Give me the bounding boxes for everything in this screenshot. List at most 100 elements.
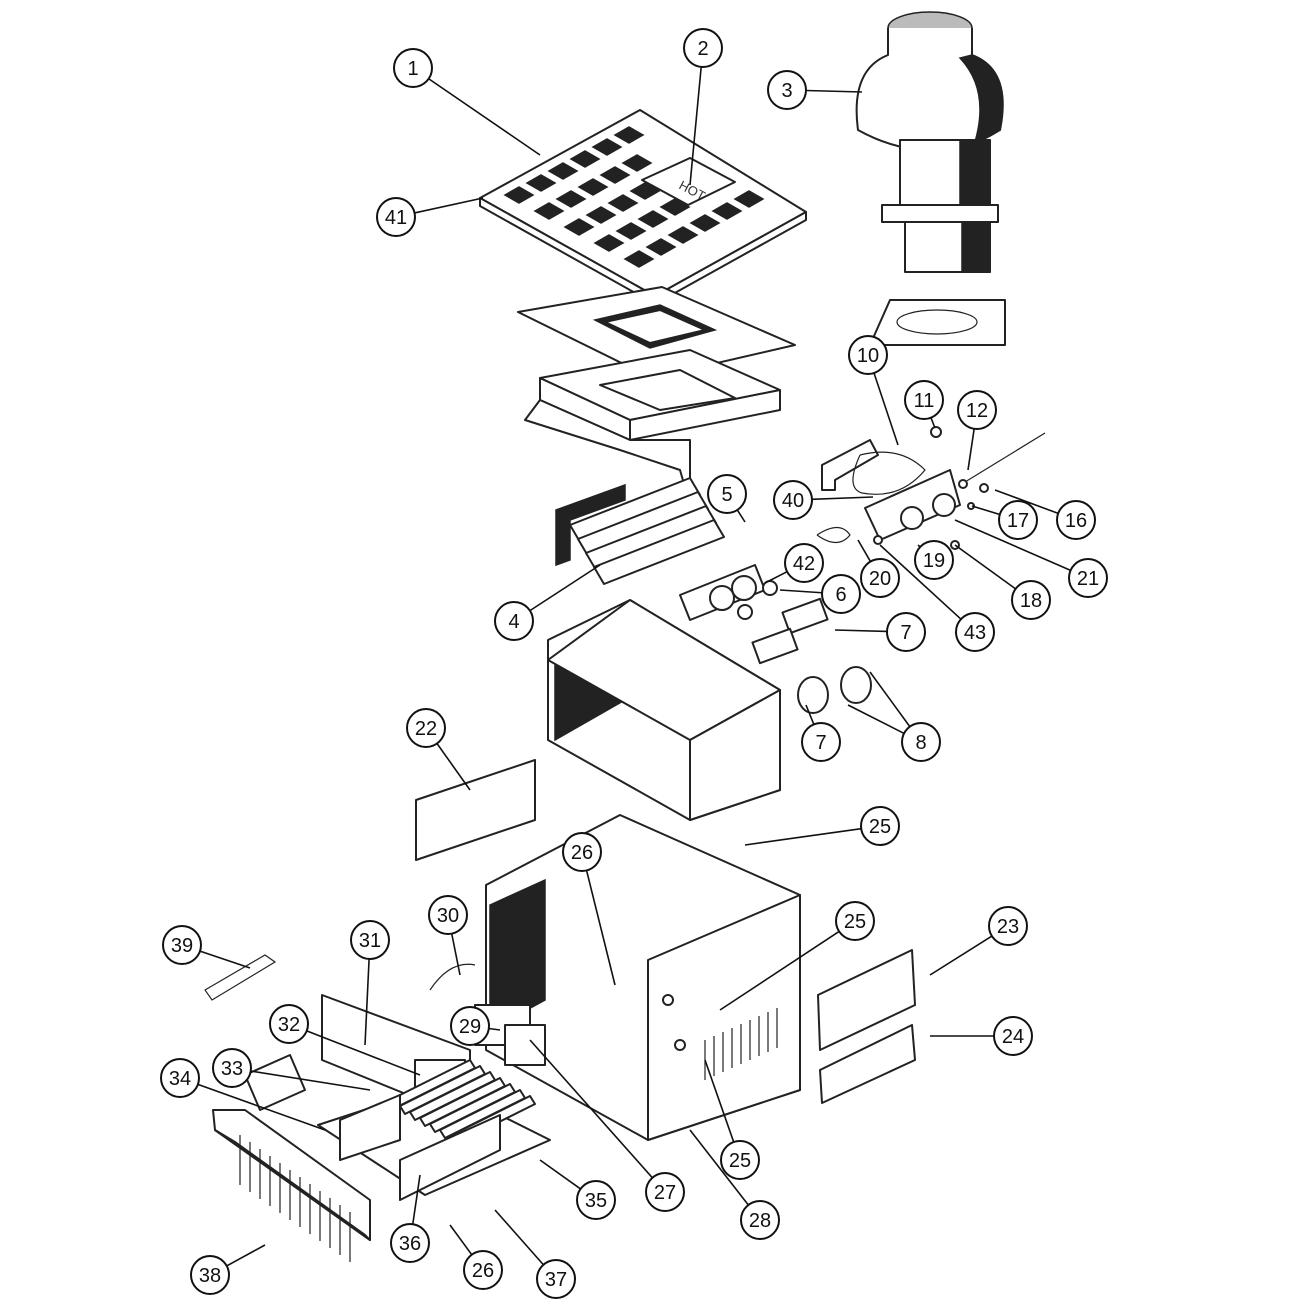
callout-circle <box>212 1048 252 1088</box>
vent-slot <box>733 190 765 208</box>
callout-23: 23 <box>929 906 1028 976</box>
callout-number: 29 <box>459 1016 481 1038</box>
callout-number: 10 <box>857 345 879 367</box>
callout-number: 11 <box>914 390 935 412</box>
callout-circle <box>784 543 824 583</box>
leader-line <box>364 958 370 1046</box>
vent-slot <box>593 234 625 252</box>
callout-number: 35 <box>585 1190 607 1212</box>
leader-line <box>929 935 993 976</box>
leader-line <box>954 544 1017 590</box>
leader-line <box>450 933 461 976</box>
leader-line <box>529 564 601 612</box>
callout-21: 21 <box>954 519 1108 598</box>
callout-number: 2 <box>697 38 708 60</box>
leader-line <box>428 78 541 156</box>
callout-20: 20 <box>857 539 900 598</box>
callout-circle <box>269 1004 309 1044</box>
callout-36: 36 <box>390 1174 430 1263</box>
callout-4: 4 <box>494 564 601 641</box>
leader-line <box>585 870 616 986</box>
callout-number: 27 <box>654 1182 676 1204</box>
callout-24: 24 <box>930 1016 1033 1056</box>
callout-6: 6 <box>779 574 861 614</box>
leader-line <box>834 629 888 633</box>
vent-slot <box>503 186 535 204</box>
access-panel-23 <box>817 949 916 1051</box>
callout-number: 30 <box>437 905 459 927</box>
access-panel-24 <box>819 1024 916 1104</box>
leader-line <box>857 539 872 562</box>
callout-10: 10 <box>848 335 899 446</box>
callout-number: 41 <box>385 207 407 229</box>
callout-38: 38 <box>190 1244 266 1295</box>
callout-number: 7 <box>815 732 826 754</box>
vent-slot <box>585 206 617 224</box>
callout-circle <box>450 1006 490 1046</box>
callout-number: 33 <box>221 1058 243 1080</box>
callout-12: 12 <box>957 390 997 471</box>
leader-line <box>488 1027 501 1031</box>
vent-slot <box>563 218 595 236</box>
leader-line <box>764 570 788 584</box>
callout-number: 43 <box>964 622 986 644</box>
callout-number: 23 <box>997 916 1019 938</box>
leader-line <box>873 372 899 446</box>
callout-number: 37 <box>545 1269 567 1291</box>
vent-slot <box>599 166 631 184</box>
insulation-sheet <box>517 286 796 379</box>
callout-circle <box>720 1140 760 1180</box>
callout-number: 42 <box>793 553 815 575</box>
callout-26: 26 <box>449 1224 503 1290</box>
callout-19: 19 <box>914 540 954 580</box>
side-panel-22 <box>415 759 536 861</box>
vent-slot <box>659 198 691 216</box>
callout-circle <box>1056 500 1096 540</box>
callout-circle <box>393 48 433 88</box>
leader-line <box>805 704 815 725</box>
leader-line <box>226 1244 266 1267</box>
callout-circle <box>406 708 446 748</box>
callout-number: 4 <box>508 611 519 633</box>
leader-line <box>539 1159 582 1190</box>
callout-number: 18 <box>1020 590 1042 612</box>
callout-number: 1 <box>407 58 418 80</box>
callout-number: 36 <box>399 1233 421 1255</box>
callout-circle <box>773 480 813 520</box>
vent-slot <box>637 210 669 228</box>
callout-circle <box>162 925 202 965</box>
callout-circle <box>428 895 468 935</box>
burner-tray <box>244 994 551 1201</box>
callout-25: 25 <box>744 806 900 846</box>
callout-circle <box>740 1200 780 1240</box>
leader-line <box>805 89 863 93</box>
leader-line <box>779 589 823 594</box>
leader-line <box>736 509 746 523</box>
callout-39: 39 <box>162 925 251 969</box>
callout-33: 33 <box>212 1048 371 1091</box>
vent-slot <box>555 190 587 208</box>
callout-circle <box>1068 558 1108 598</box>
callout-circle <box>998 500 1038 540</box>
callout-number: 3 <box>781 80 792 102</box>
callout-circle <box>190 1255 230 1295</box>
callout-41: 41 <box>376 197 484 237</box>
callout-37: 37 <box>494 1209 576 1299</box>
callout-circle <box>860 806 900 846</box>
callout-number: 21 <box>1077 568 1099 590</box>
callout-29: 29 <box>450 1006 501 1046</box>
callout-number: 38 <box>199 1265 221 1287</box>
vent-slot <box>613 126 645 144</box>
callout-31: 31 <box>350 920 390 1046</box>
callout-2: 2 <box>683 28 723 186</box>
callout-number: 7 <box>900 622 911 644</box>
callout-number: 6 <box>835 584 846 606</box>
callout-number: 22 <box>415 718 437 740</box>
callout-circle <box>376 197 416 237</box>
callout-number: 25 <box>869 816 891 838</box>
callout-number: 40 <box>782 490 804 512</box>
callout-number: 26 <box>571 842 593 864</box>
